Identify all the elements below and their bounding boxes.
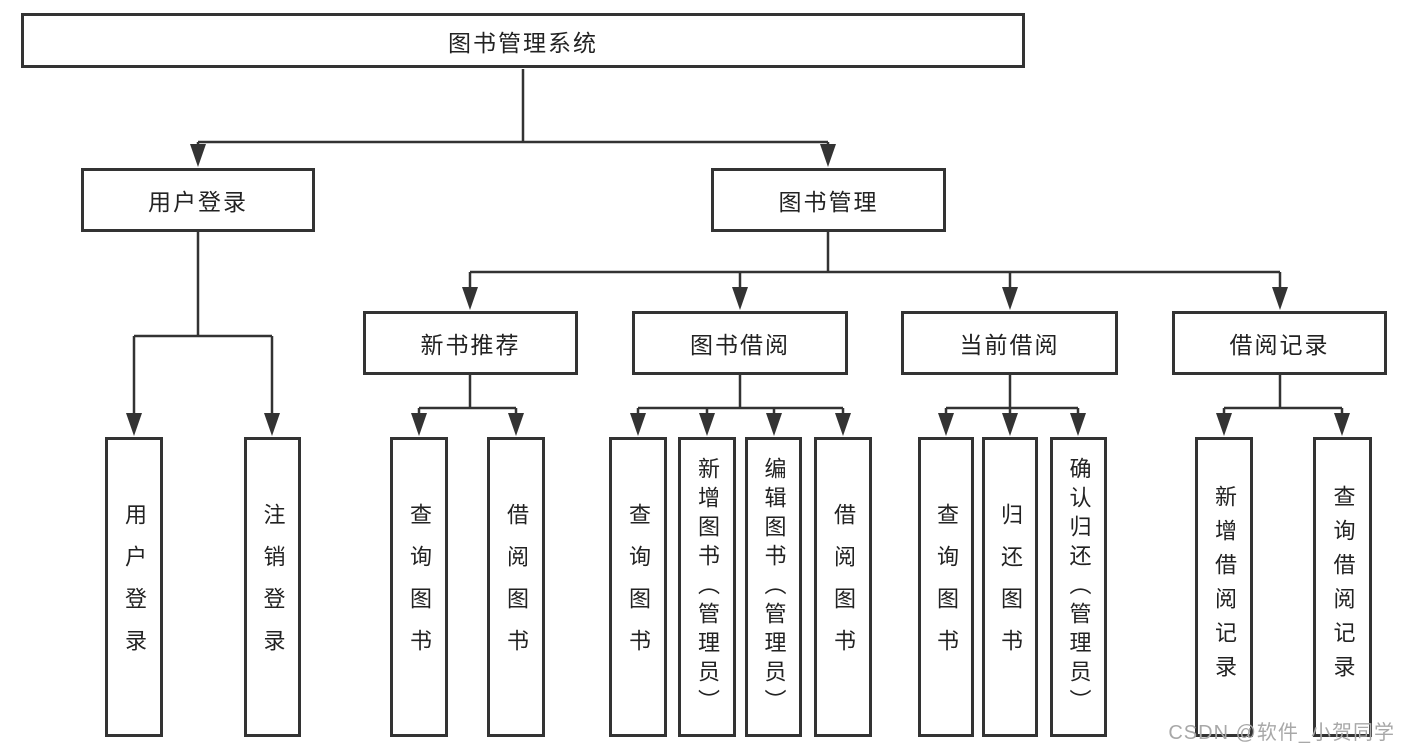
node-book-borrow: 图书借阅 bbox=[632, 311, 848, 375]
leaf-query-book-1-label: 查询图书 bbox=[407, 503, 432, 671]
leaf-query-book-3: 查询图书 bbox=[918, 437, 974, 737]
node-book-borrow-label: 图书借阅 bbox=[690, 332, 790, 358]
leaf-return-book-label: 归还图书 bbox=[998, 503, 1023, 671]
leaf-query-book-2-label: 查询图书 bbox=[626, 503, 651, 671]
leaf-user-login-label: 用户登录 bbox=[122, 503, 147, 671]
leaf-return-book: 归还图书 bbox=[982, 437, 1038, 737]
leaf-edit-book-admin-label: 编辑图书（管理员） bbox=[761, 456, 787, 718]
leaf-edit-book-admin: 编辑图书（管理员） bbox=[745, 437, 802, 737]
csdn-watermark: CSDN @软件_小贺同学 bbox=[1168, 722, 1395, 744]
node-root-label: 图书管理系统 bbox=[448, 29, 598, 56]
leaf-borrow-book-2-label: 借阅图书 bbox=[831, 503, 856, 671]
leaf-logout-label: 注销登录 bbox=[260, 503, 286, 671]
leaf-user-login: 用户登录 bbox=[105, 437, 163, 737]
leaf-add-borrow-record-label: 新增借阅记录 bbox=[1212, 485, 1237, 689]
leaf-query-book-1: 查询图书 bbox=[390, 437, 448, 737]
node-new-book-recommend-label: 新书推荐 bbox=[420, 332, 521, 358]
leaf-confirm-return-admin-label: 确认归还（管理员） bbox=[1066, 456, 1092, 718]
node-new-book-recommend: 新书推荐 bbox=[363, 311, 578, 375]
node-borrow-records-label: 借阅记录 bbox=[1229, 332, 1330, 358]
leaf-query-book-3-label: 查询图书 bbox=[934, 503, 959, 671]
leaf-borrow-book-2: 借阅图书 bbox=[814, 437, 872, 737]
node-book-management-label: 图书管理 bbox=[778, 189, 879, 215]
node-borrow-records: 借阅记录 bbox=[1172, 311, 1387, 375]
leaf-query-borrow-record: 查询借阅记录 bbox=[1313, 437, 1372, 737]
node-book-management: 图书管理 bbox=[711, 168, 946, 232]
leaf-borrow-book-1: 借阅图书 bbox=[487, 437, 545, 737]
node-user-login: 用户登录 bbox=[81, 168, 315, 232]
leaf-borrow-book-1-label: 借阅图书 bbox=[504, 503, 529, 671]
node-current-borrow-label: 当前借阅 bbox=[959, 332, 1060, 358]
leaf-query-borrow-record-label: 查询借阅记录 bbox=[1330, 485, 1356, 689]
leaf-add-book-admin-label: 新增图书（管理员） bbox=[695, 456, 720, 718]
leaf-add-borrow-record: 新增借阅记录 bbox=[1195, 437, 1253, 737]
leaf-logout: 注销登录 bbox=[244, 437, 301, 737]
leaf-add-book-admin: 新增图书（管理员） bbox=[678, 437, 736, 737]
node-user-login-label: 用户登录 bbox=[148, 189, 248, 215]
leaf-confirm-return-admin: 确认归还（管理员） bbox=[1050, 437, 1107, 737]
node-root: 图书管理系统 bbox=[21, 13, 1025, 68]
leaf-query-book-2: 查询图书 bbox=[609, 437, 667, 737]
node-current-borrow: 当前借阅 bbox=[901, 311, 1118, 375]
